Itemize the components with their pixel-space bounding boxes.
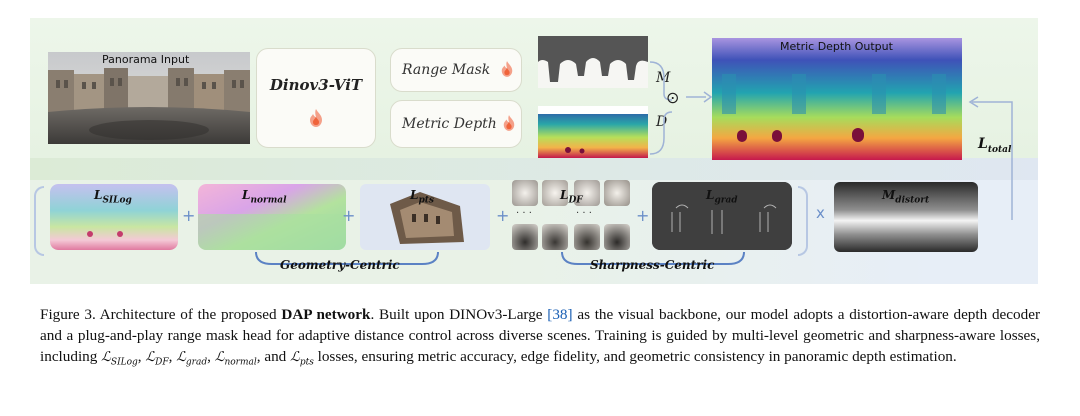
encoder-label: Dinov3-ViT — [269, 76, 363, 94]
panel-divider-band — [30, 158, 1038, 180]
d-label: D — [656, 114, 668, 130]
sharpness-centric-brace — [561, 251, 745, 265]
distort-label: Mdistort — [882, 188, 930, 206]
flame-icon — [503, 115, 515, 131]
math-df: ℒDF — [145, 349, 169, 368]
math-pts: ℒpts — [290, 349, 314, 368]
math-silog: ℒSILog — [101, 349, 138, 368]
total-loss-arrow — [968, 96, 1013, 220]
metric-depth-output-label: Metric Depth Output — [780, 40, 893, 53]
architecture-figure: Panorama Input Dinov3-ViT Range Mask Met… — [30, 18, 1038, 284]
silog-loss-label: LSILog — [94, 188, 132, 206]
normal-loss-label: Lnormal — [242, 188, 287, 206]
range-mask-head — [390, 48, 522, 92]
metric-depth-output-image — [712, 38, 962, 160]
geometry-centric-label: Geometry-Centric — [280, 258, 400, 272]
plus-operator: + — [636, 206, 650, 225]
pts-loss-image — [360, 184, 490, 250]
metric-depth-head — [390, 100, 522, 148]
citation-link[interactable]: [38] — [547, 306, 573, 323]
grad-loss-label: Lgrad — [706, 188, 738, 206]
left-bracket — [34, 186, 44, 256]
ellipsis: · · · — [516, 208, 532, 219]
right-bracket — [798, 186, 808, 256]
total-loss-label: Ltotal — [978, 136, 1012, 155]
figure-caption: Figure 3. Architecture of the proposed D… — [40, 306, 1041, 368]
multiply-operator: x — [816, 204, 825, 222]
normal-loss-image — [198, 184, 346, 250]
encoder-box — [256, 48, 376, 148]
distort-mask-image — [834, 182, 978, 252]
metric-depth-image — [538, 106, 648, 158]
geometry-centric-brace — [255, 251, 439, 265]
flame-icon — [501, 61, 513, 77]
df-loss-tiles: · · · · · · — [512, 180, 630, 252]
sharpness-centric-label: Sharpness-Centric — [590, 258, 715, 272]
grad-loss-image — [652, 182, 792, 250]
arrow-right-icon — [686, 91, 712, 103]
elementwise-product-icon: ⊙ — [666, 88, 680, 107]
plus-operator: + — [342, 206, 356, 225]
math-normal: ℒnormal — [214, 349, 257, 368]
math-grad: ℒgrad — [176, 349, 208, 368]
pts-loss-label: Lpts — [410, 188, 434, 206]
panorama-input-image — [48, 52, 250, 144]
plus-operator: + — [182, 206, 196, 225]
m-label: M — [656, 70, 671, 86]
ellipsis: · · · — [576, 208, 592, 219]
bracket-connector — [649, 61, 673, 155]
df-loss-label: LDF — [560, 188, 583, 206]
plus-operator: + — [496, 206, 510, 225]
silog-loss-image — [50, 184, 178, 250]
panorama-input-label: Panorama Input — [102, 53, 190, 66]
range-mask-label: Range Mask — [402, 62, 491, 78]
range-mask-image — [538, 36, 648, 88]
metric-depth-label: Metric Depth — [402, 116, 497, 132]
flame-icon — [310, 109, 322, 127]
